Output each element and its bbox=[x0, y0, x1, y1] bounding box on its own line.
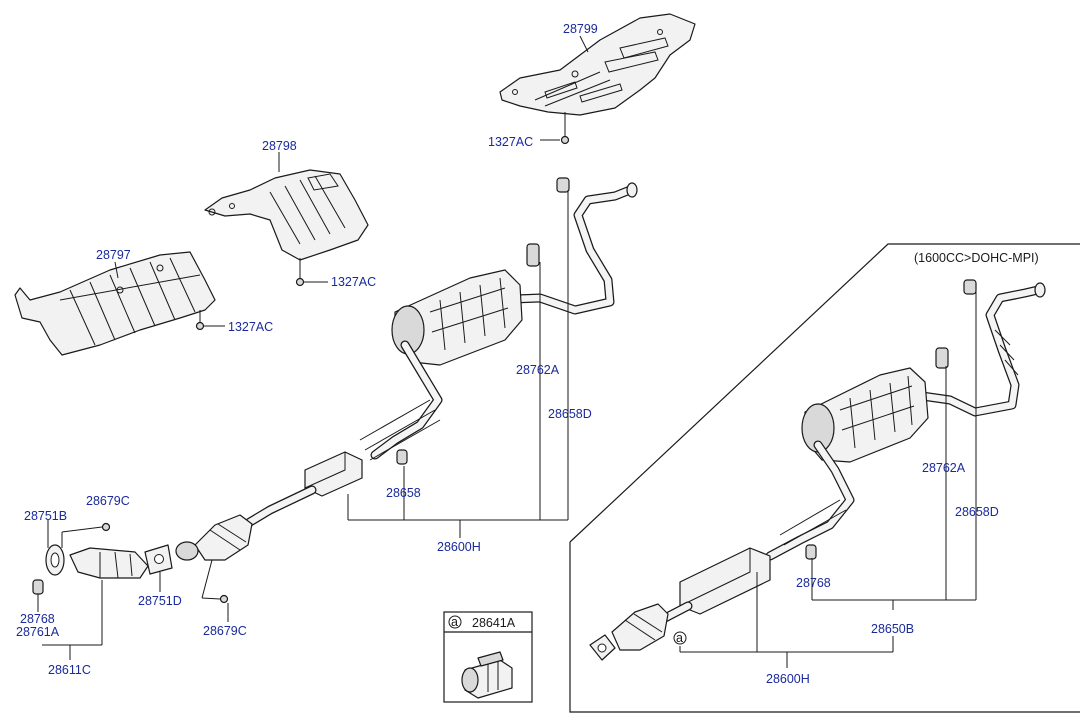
front-pipe-assembly[interactable] bbox=[69, 547, 149, 579]
center-pipe-main[interactable] bbox=[359, 340, 443, 461]
inset-muffler[interactable] bbox=[801, 367, 929, 463]
label-1327ac-left: 1327AC bbox=[228, 320, 273, 334]
inset-variant-label: (1600CC>DOHC-MPI) bbox=[914, 251, 1039, 265]
label-28658d-main: 28658D bbox=[548, 407, 592, 421]
label-28641a: 28641A bbox=[472, 616, 516, 630]
label-28762a-inset: 28762A bbox=[922, 461, 966, 475]
inset-front-pipe[interactable] bbox=[660, 601, 693, 623]
bolt-1327ac-mid[interactable] bbox=[295, 258, 305, 287]
tail-pipe-main[interactable] bbox=[485, 182, 638, 315]
front-pipe-main[interactable] bbox=[235, 485, 317, 533]
label-28768-inset: 28768 bbox=[796, 576, 831, 590]
label-28751b: 28751B bbox=[24, 509, 67, 523]
label-28658d-inset: 28658D bbox=[955, 505, 999, 519]
main-muffler[interactable] bbox=[391, 269, 523, 366]
nut-28679c-bot[interactable] bbox=[219, 594, 229, 604]
bolt-1327ac-top[interactable] bbox=[560, 112, 570, 145]
hanger-rubber-inset-upper[interactable] bbox=[963, 279, 977, 295]
label-28658: 28658 bbox=[386, 486, 421, 500]
label-1327ac-mid: 1327AC bbox=[331, 275, 376, 289]
label-28600h-inset: 28600H bbox=[766, 672, 810, 686]
hanger-rubber-muffler[interactable] bbox=[526, 243, 540, 267]
tail-pipe-inset[interactable] bbox=[910, 282, 1046, 417]
hanger-rubber-resonator[interactable] bbox=[396, 449, 408, 465]
label-28797: 28797 bbox=[96, 248, 131, 262]
label-28799: 28799 bbox=[563, 22, 598, 36]
hanger-rubber-front[interactable] bbox=[32, 579, 44, 595]
heat-protector-28797[interactable] bbox=[14, 251, 216, 356]
clamp-box bbox=[443, 611, 533, 703]
clamp-ref-marker: a bbox=[451, 615, 458, 629]
label-28798: 28798 bbox=[262, 139, 297, 153]
label-28679c-top: 28679C bbox=[86, 494, 130, 508]
hanger-rubber-inset-muffler[interactable] bbox=[935, 347, 949, 369]
label-28679c-bot: 28679C bbox=[203, 624, 247, 638]
label-28650b: 28650B bbox=[871, 622, 914, 636]
hanger-rubber-inset-center[interactable] bbox=[805, 544, 817, 560]
label-28600h-main: 28600H bbox=[437, 540, 481, 554]
label-28768-left: 28768 bbox=[20, 612, 55, 626]
catalytic-converter-main[interactable] bbox=[175, 514, 253, 561]
label-28761a: 28761A bbox=[16, 625, 60, 639]
center-pipe-inset[interactable] bbox=[765, 440, 855, 561]
gasket-28751d[interactable] bbox=[144, 544, 173, 575]
label-28611c: 28611C bbox=[48, 663, 91, 677]
inset-ref-marker: a bbox=[676, 631, 683, 645]
hanger-rubber-upper[interactable] bbox=[556, 177, 570, 193]
inset-frame bbox=[569, 243, 1080, 713]
heat-protector-28798[interactable] bbox=[204, 169, 369, 261]
gasket-28751b[interactable] bbox=[45, 544, 65, 576]
nut-28679c-top[interactable] bbox=[101, 522, 111, 532]
bolt-1327ac-left[interactable] bbox=[195, 310, 205, 331]
pipe-clamp-28641a[interactable] bbox=[461, 651, 513, 699]
center-resonator[interactable] bbox=[304, 451, 363, 497]
label-28751d: 28751D bbox=[138, 594, 182, 608]
inset-catalytic-converter[interactable] bbox=[589, 603, 669, 661]
label-28762a-main: 28762A bbox=[516, 363, 560, 377]
label-1327ac-top: 1327AC bbox=[488, 135, 533, 149]
